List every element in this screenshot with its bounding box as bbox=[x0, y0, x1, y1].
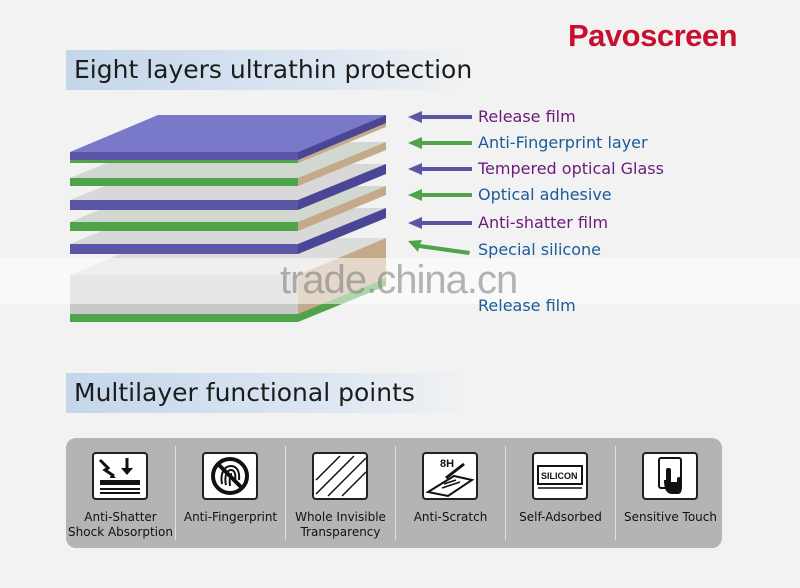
watermark-text: trade.china.cn bbox=[280, 258, 518, 302]
touch-icon bbox=[642, 452, 698, 500]
arrow-icon bbox=[408, 111, 472, 123]
feature-caption: Anti-Scratch bbox=[413, 510, 488, 524]
feature-anti-shatter: Anti-Shatter Shock Absorption bbox=[66, 438, 175, 548]
scratch-8h-icon: 8H bbox=[422, 452, 478, 500]
feature-caption: Self-Adsorbed bbox=[519, 510, 602, 524]
feature-caption: Sensitive Touch bbox=[624, 510, 717, 524]
layer-label: Anti-shatter film bbox=[478, 213, 609, 232]
layer-label: Tempered optical Glass bbox=[478, 159, 664, 178]
feature-self-adsorbed: SILICON Self-Adsorbed bbox=[506, 438, 615, 548]
feature-transparency: Whole Invisible Transparency bbox=[286, 438, 395, 548]
layer-label: Optical adhesive bbox=[478, 185, 612, 204]
transparency-icon bbox=[312, 452, 368, 500]
arrow-icon bbox=[408, 217, 472, 229]
arrow-icon bbox=[408, 240, 470, 255]
silicon-badge: SILICON bbox=[541, 471, 578, 481]
layer-stack-illustration bbox=[70, 115, 386, 322]
feature-caption: Anti-Fingerprint bbox=[183, 510, 278, 524]
layer-label: Release film bbox=[478, 107, 576, 126]
feature-sensitive-touch: Sensitive Touch bbox=[616, 438, 725, 548]
feature-caption: Whole Invisible Transparency bbox=[295, 510, 386, 539]
feature-caption: Anti-Shatter Shock Absorption bbox=[68, 510, 173, 539]
shatter-icon bbox=[92, 452, 148, 500]
watermark-band bbox=[0, 258, 800, 304]
arrow-icon bbox=[408, 189, 472, 201]
layer-label: Special silicone bbox=[478, 240, 601, 259]
layer-label: Anti-Fingerprint layer bbox=[478, 133, 648, 152]
layer-1-top bbox=[70, 115, 386, 160]
feature-anti-scratch: 8H Anti-Scratch bbox=[396, 438, 505, 548]
arrow-icon bbox=[408, 137, 472, 149]
section-title-features: Multilayer functional points bbox=[66, 373, 474, 413]
brand-name: Pavoscreen bbox=[568, 18, 738, 53]
feature-anti-fingerprint: Anti-Fingerprint bbox=[176, 438, 285, 548]
section-title-layers: Eight layers ultrathin protection bbox=[66, 50, 474, 90]
layer-label: Release film bbox=[478, 296, 576, 315]
silicon-icon: SILICON bbox=[532, 452, 588, 500]
arrow-icon bbox=[408, 163, 472, 175]
no-fingerprint-icon bbox=[202, 452, 258, 500]
brand-logo: Pavoscreen bbox=[568, 18, 738, 54]
layer-bottom-green bbox=[70, 314, 298, 322]
hardness-badge: 8H bbox=[440, 458, 454, 470]
features-panel: Anti-Shatter Shock Absorption Anti-Finge… bbox=[66, 438, 722, 548]
